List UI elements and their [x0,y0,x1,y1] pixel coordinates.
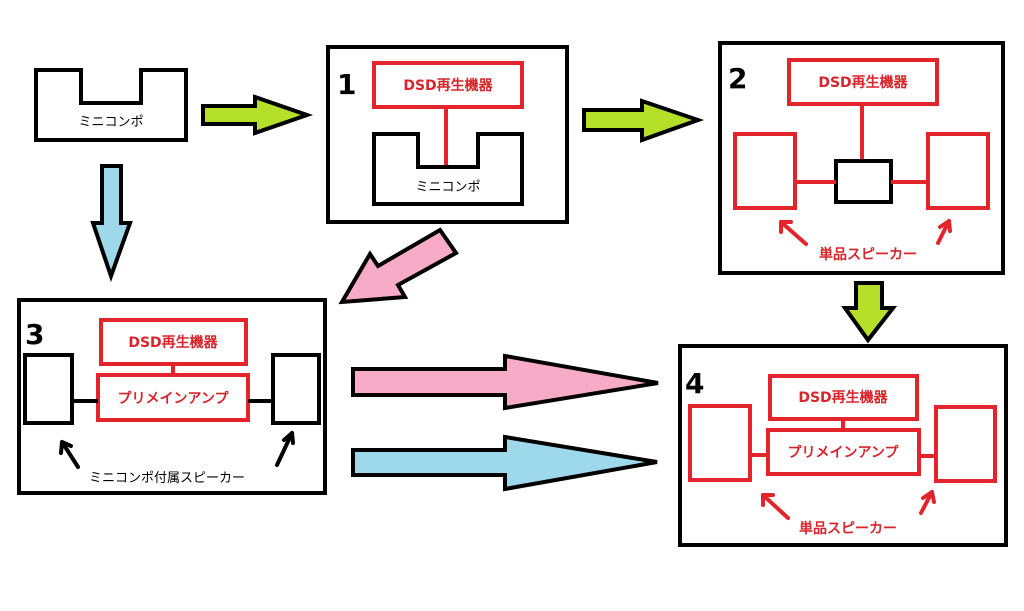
dsd-player-label: DSD再生機器 [798,389,888,406]
panel-number: 3 [25,318,44,351]
arrow-1-to-2 [582,98,705,143]
speaker-left [688,404,752,482]
speaker-right [271,353,321,425]
panel-2: 2 DSD再生機器 単品スピーカー [718,41,1005,275]
mini-compo-unit-box [834,159,893,204]
panel-3: 3 DSD再生機器 プリメインアンプ ミニコンポ付属スピーカー [17,298,327,495]
arrow-start-to-3 [90,164,133,283]
mini-compo-label: ミニコンポ [415,180,480,195]
arrow-3-to-4-blue [351,434,658,492]
speaker-caption: ミニコンポ付属スピーカー [89,471,245,486]
pointer-arrow-right [919,490,936,515]
mini-compo-shape [372,132,524,206]
speaker-left [23,353,74,425]
speaker-caption: 単品スピーカー [819,246,917,263]
panel-4: 4 DSD再生機器 プリメインアンプ 単品スピーカー [678,344,1008,547]
dsd-player-box [372,61,524,109]
panel-number: 4 [685,367,704,400]
arrow-1-to-3 [338,227,459,305]
mini-compo-shape [34,68,188,142]
pointer-arrow-right [936,219,952,245]
pointer-arrow-left [761,493,790,520]
pointer-arrow-right [275,431,295,467]
panel-1: 1 DSD再生機器 ミニコンポ [326,45,569,224]
integrated-amp-box [766,428,921,476]
dsd-player-label: DSD再生機器 [128,334,218,351]
arrow-3-to-4-pink [351,353,659,411]
arrow-2-to-4 [841,281,898,344]
integrated-amp-label: プリメインアンプ [117,391,229,407]
speaker-right [934,405,997,483]
integrated-amp-label: プリメインアンプ [787,445,899,461]
integrated-amp-box [96,373,250,422]
pointer-arrow-left [779,220,808,246]
speaker-left [733,132,797,210]
dsd-player-label: DSD再生機器 [403,77,493,94]
speaker-right [926,132,990,210]
panel-number: 1 [337,68,356,101]
panel-number: 2 [728,62,747,95]
pointer-arrow-left [59,440,80,469]
mini-compo-label: ミニコンポ [78,115,143,130]
arrow-start-to-1 [201,94,314,136]
speaker-caption: 単品スピーカー [799,520,897,537]
dsd-player-label: DSD再生機器 [818,74,908,91]
start-mini-compo: ミニコンポ [34,68,188,142]
